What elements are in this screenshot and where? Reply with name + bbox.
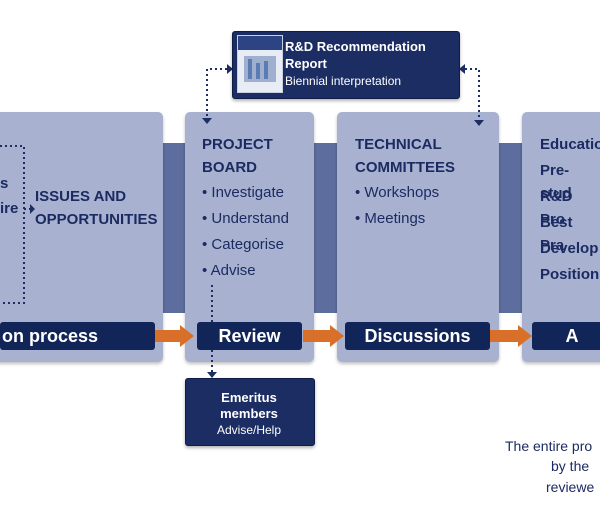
stage-label-review: Review <box>197 322 302 350</box>
arrowhead <box>207 372 217 378</box>
emeritus-title-2: members <box>220 406 278 421</box>
arrowhead <box>30 204 35 214</box>
issues-heading-2: OPPORTUNITIES <box>35 211 158 228</box>
technical-committees-panel <box>337 112 499 362</box>
footer-note-line2: by the <box>551 458 590 474</box>
actions-item: Pre-stud <box>540 162 572 202</box>
actions-panel <box>522 112 600 362</box>
actions-item: R&D Pro <box>540 188 573 228</box>
report-cover-bar <box>248 59 252 79</box>
project-board-title-1: PROJECT <box>202 136 273 153</box>
emeritus-title-1: Emeritus <box>221 390 277 405</box>
emeritus-subtitle: Advise/Help <box>216 423 282 437</box>
project-board-panel <box>185 112 314 362</box>
actions-item: Educatio <box>540 136 600 153</box>
partial-label-1: s <box>0 175 9 192</box>
actions-item: Position <box>540 266 600 283</box>
flow-arrow <box>490 325 532 347</box>
arrowhead <box>459 64 465 74</box>
dotted-connector <box>0 145 25 304</box>
emeritus-box <box>185 378 315 446</box>
project-board-item: • Categorise <box>202 236 284 253</box>
report-subtitle: Biennial interpretation <box>285 74 402 88</box>
issues-heading-1: ISSUES AND <box>35 188 127 205</box>
actions-item: Best Pra <box>540 214 573 254</box>
dotted-connector <box>206 68 232 118</box>
issues-panel <box>0 112 163 362</box>
technical-committees-item: • Meetings <box>355 210 426 227</box>
project-board-item: • Investigate <box>202 184 284 201</box>
arrowhead <box>474 120 484 126</box>
technical-committees-item: • Workshops <box>355 184 440 201</box>
report-cover-thumbnail <box>237 35 283 93</box>
arrowhead <box>202 118 212 124</box>
dotted-connector <box>460 68 480 120</box>
project-board-item: • Advise <box>202 262 256 279</box>
flow-arrow <box>155 325 194 347</box>
actions-item: Develop <box>540 240 599 257</box>
report-cover-header <box>238 36 282 50</box>
footer-note-line1: The entire pro <box>505 438 593 454</box>
report-title-2: Report <box>285 56 327 71</box>
report-title-1: R&D Recommendation <box>285 39 426 54</box>
stage-label-consultation: on process <box>0 322 155 350</box>
stage-label-action: A <box>532 322 600 350</box>
technical-committees-title-2: COMMITTEES <box>355 159 455 176</box>
report-cover-bar <box>256 63 260 79</box>
report-cover-bar <box>264 61 268 79</box>
arrowhead <box>227 64 233 74</box>
stage-label-discussions: Discussions <box>345 322 490 350</box>
flow-arrow <box>303 325 344 347</box>
project-board-item: • Understand <box>202 210 289 227</box>
partial-label-2: ire <box>0 200 19 217</box>
technical-committees-title-1: TECHNICAL <box>355 136 442 153</box>
footer-note-line3: reviewe <box>546 479 595 495</box>
project-board-title-2: BOARD <box>202 159 257 176</box>
